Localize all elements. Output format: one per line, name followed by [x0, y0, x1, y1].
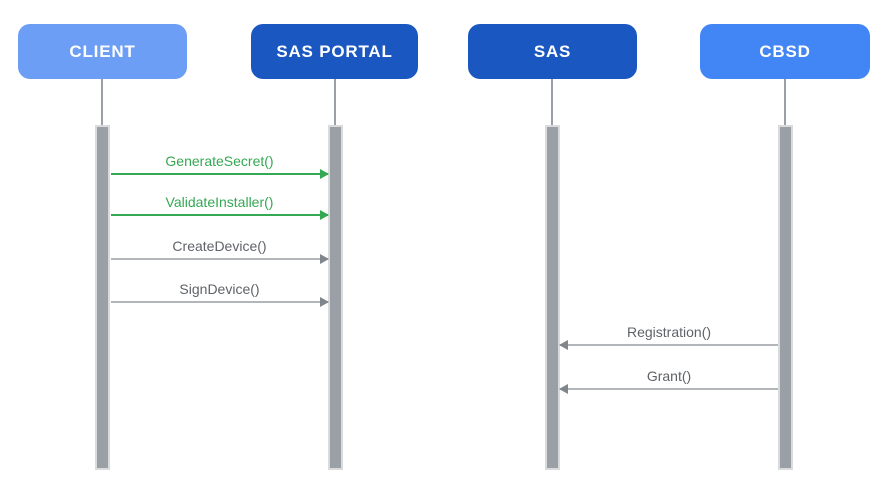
arrowhead-left-icon: [559, 384, 568, 394]
activation-bar-client: [95, 125, 110, 470]
message-grant: Grant(): [559, 366, 778, 394]
message-create-device: CreateDevice(): [111, 236, 329, 264]
message-generate-secret: GenerateSecret(): [111, 151, 329, 179]
arrowhead-left-icon: [559, 340, 568, 350]
lifeline-sas: [551, 79, 553, 125]
actor-box-client: CLIENT: [18, 24, 187, 79]
message-label-registration: Registration(): [626, 324, 712, 340]
actor-box-sas-portal: SAS PORTAL: [251, 24, 418, 79]
arrowhead-right-icon: [320, 210, 329, 220]
activation-bar-cbsd: [778, 125, 793, 470]
actor-label-sas-portal: SAS PORTAL: [276, 41, 393, 61]
message-label-generate-secret: GenerateSecret(): [165, 153, 274, 169]
actor-box-sas: SAS: [468, 24, 637, 79]
message-validate-installer: ValidateInstaller(): [111, 192, 329, 220]
message-label-validate-installer: ValidateInstaller(): [165, 194, 274, 210]
message-line: [560, 388, 778, 390]
lifeline-sas-portal: [334, 79, 336, 125]
message-line: [111, 173, 328, 175]
actor-label-client: CLIENT: [69, 41, 136, 61]
message-label-grant: Grant(): [646, 368, 692, 384]
message-line: [560, 344, 778, 346]
arrowhead-right-icon: [320, 297, 329, 307]
lifeline-cbsd: [784, 79, 786, 125]
lifeline-client: [101, 79, 103, 125]
message-line: [111, 301, 328, 303]
actor-box-cbsd: CBSD: [700, 24, 870, 79]
message-label-sign-device: SignDevice(): [179, 281, 260, 297]
activation-bar-sas: [545, 125, 560, 470]
message-line: [111, 214, 328, 216]
actor-label-cbsd: CBSD: [759, 41, 811, 61]
arrowhead-right-icon: [320, 254, 329, 264]
message-registration: Registration(): [559, 322, 778, 350]
message-line: [111, 258, 328, 260]
message-sign-device: SignDevice(): [111, 279, 329, 307]
arrowhead-right-icon: [320, 169, 329, 179]
actor-label-sas: SAS: [533, 41, 572, 61]
activation-bar-sas-portal: [328, 125, 343, 470]
message-label-create-device: CreateDevice(): [172, 238, 267, 254]
